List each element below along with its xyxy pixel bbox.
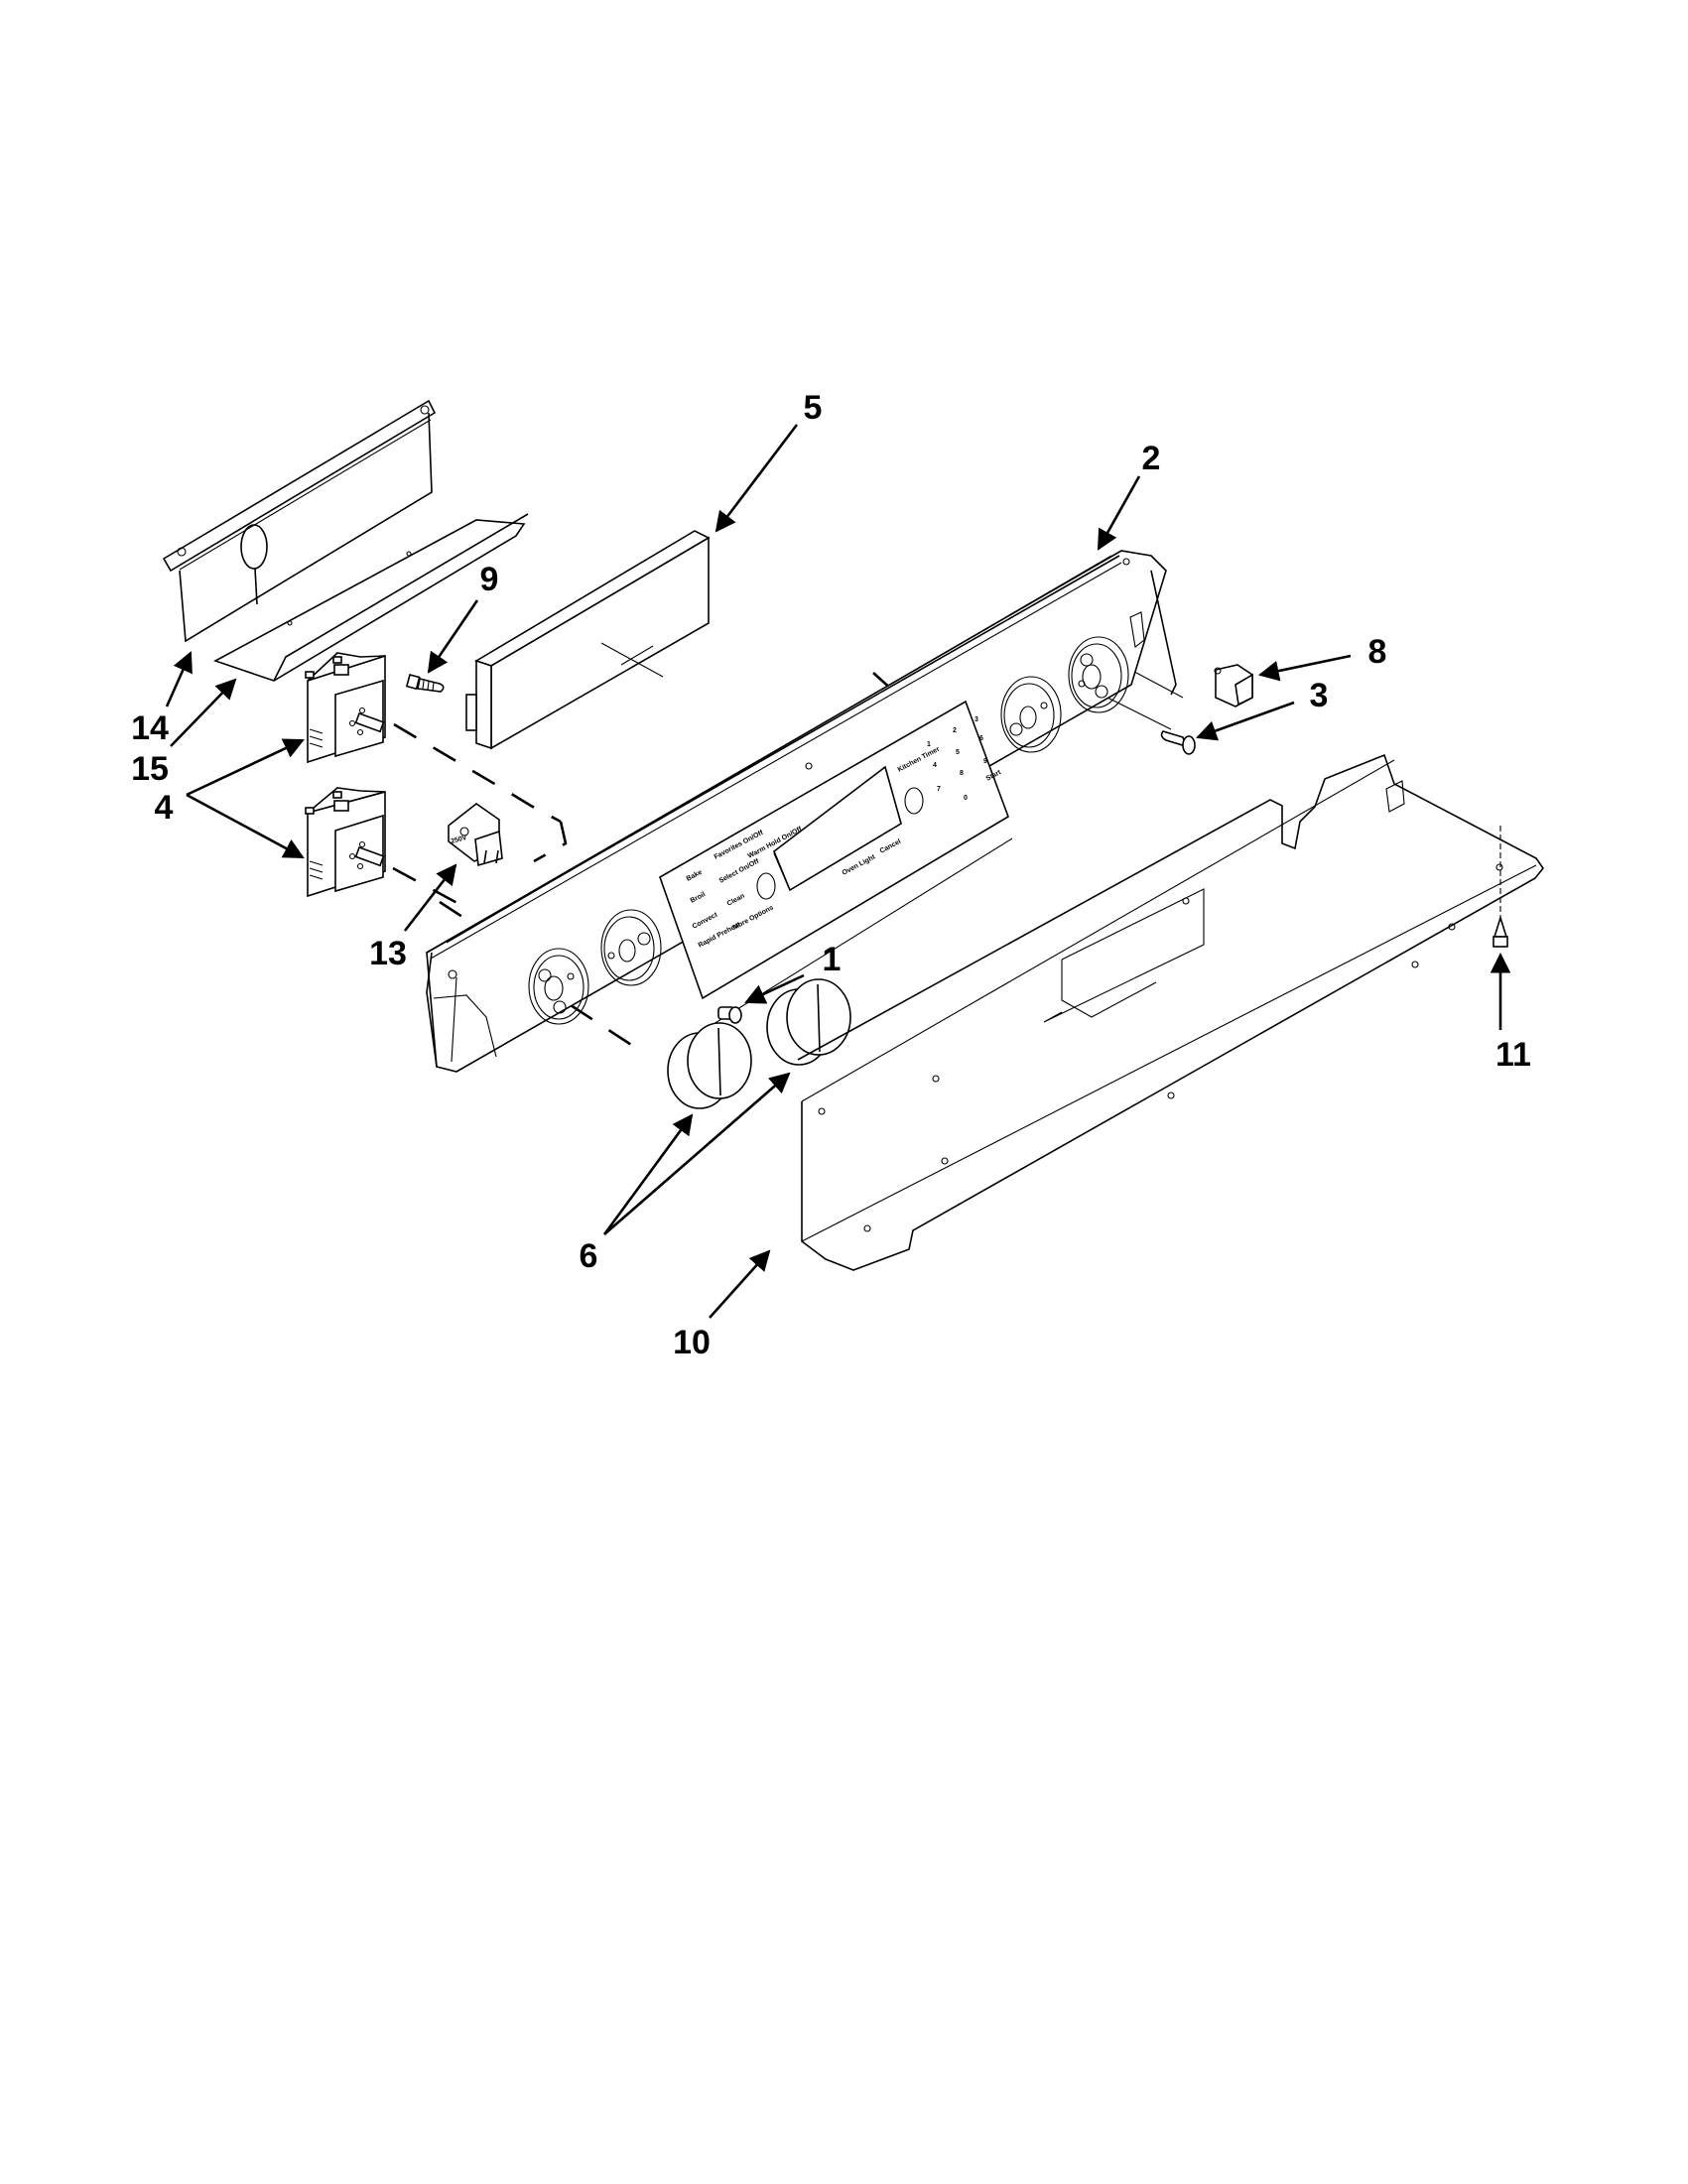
mounting-bracket-part-10 — [797, 753, 1544, 1271]
callout-11: 11 — [1495, 1036, 1531, 1074]
svg-text:8: 8 — [960, 770, 964, 777]
callout-1: 1 — [822, 941, 842, 978]
control-panel-console-part-2: Bake Broil Convect Rapid Preheat Favorit… — [426, 550, 1177, 1073]
svg-text:1: 1 — [927, 741, 931, 748]
indicator-light-part-13: 250V — [448, 803, 503, 867]
heat-shield-part-14 — [162, 399, 437, 643]
svg-text:2: 2 — [953, 727, 957, 734]
keypad-labels: 1 2 3 4 5 6 7 8 9 0 Start — [927, 716, 1003, 802]
switch-upper-part-4 — [305, 652, 386, 764]
callout-2: 2 — [1141, 440, 1161, 477]
control-ring-3 — [1000, 676, 1062, 753]
svg-text:9: 9 — [983, 758, 987, 765]
control-ring-4 — [1068, 636, 1129, 713]
callout-6: 6 — [579, 1237, 598, 1275]
svg-text:0: 0 — [964, 795, 968, 802]
callout-10: 10 — [673, 1324, 711, 1361]
control-ring-2 — [600, 909, 662, 986]
screw-part-3 — [1160, 730, 1196, 755]
svg-text:4: 4 — [933, 762, 937, 769]
shaft-pin-part-1 — [717, 1006, 742, 1024]
callout-15: 15 — [131, 750, 169, 788]
knob-left-part-6 — [667, 1022, 752, 1109]
indicator-voltage-text: 250V — [451, 835, 468, 845]
svg-text:5: 5 — [956, 749, 960, 756]
callout-8: 8 — [1367, 633, 1387, 671]
screw-part-9 — [405, 674, 445, 693]
shield-bracket-part-15 — [213, 513, 529, 682]
switch-lower-part-4 — [305, 787, 386, 898]
callout-4: 4 — [154, 789, 174, 827]
control-ring-1 — [528, 948, 589, 1025]
svg-text:3: 3 — [974, 716, 978, 723]
callout-5: 5 — [803, 389, 823, 427]
callout-3: 3 — [1309, 677, 1329, 714]
callout-14: 14 — [131, 709, 169, 747]
callout-9: 9 — [479, 561, 499, 598]
control-board-part-5 — [465, 530, 711, 750]
callout-13: 13 — [369, 935, 407, 972]
svg-text:6: 6 — [979, 735, 983, 742]
leader-arrows — [165, 424, 1511, 1319]
rocker-switch-part-8 — [1214, 664, 1253, 707]
knob-right-part-6 — [766, 978, 851, 1066]
screw-part-11 — [1493, 915, 1508, 948]
svg-text:7: 7 — [937, 786, 941, 793]
